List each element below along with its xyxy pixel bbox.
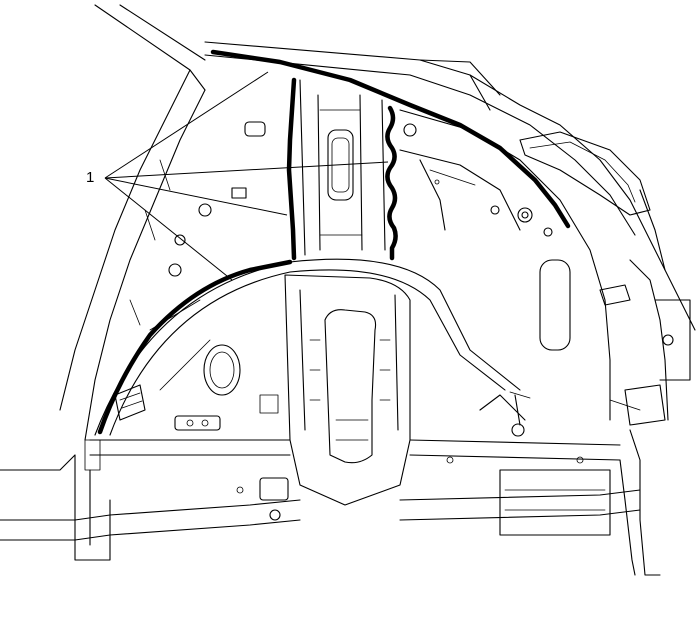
sealer-seams	[97, 49, 571, 435]
leader-line-roof	[104, 71, 269, 179]
seam-left-pillar	[286, 77, 297, 261]
leader-line-arch	[104, 177, 233, 281]
leader-line-left-pillar	[104, 177, 288, 216]
leader-line-right-pillar	[104, 161, 389, 179]
seam-right-pillar-wavy	[385, 105, 398, 261]
seam-wheelhouse-arch	[97, 259, 293, 435]
callout-leaders	[104, 71, 389, 281]
callout-label-1: 1	[86, 169, 94, 186]
seam-roof-rail	[210, 49, 571, 229]
body-structure-outline	[0, 4, 696, 576]
